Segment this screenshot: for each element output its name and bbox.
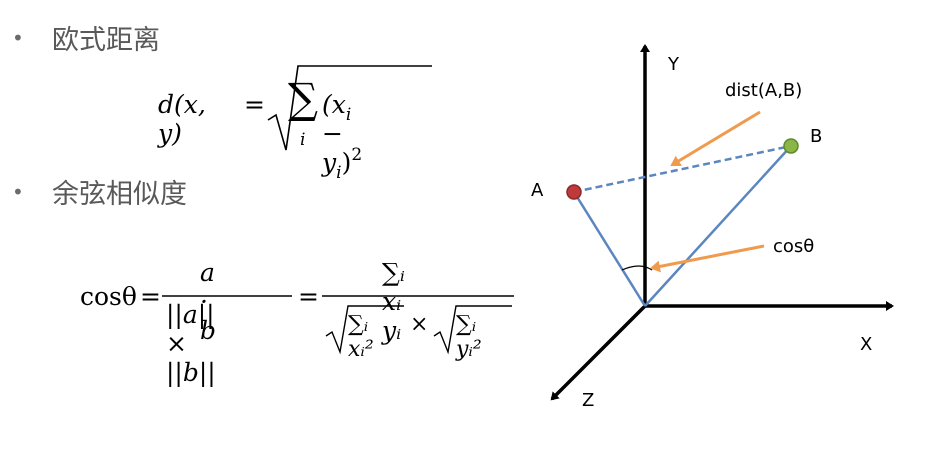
dashed-distance-line: [573, 144, 792, 194]
point-b-label: B: [810, 126, 822, 147]
vector-b: [644, 145, 792, 307]
bullet-euclidean: • 欧式距离: [12, 18, 160, 57]
dist-label: dist(A,B): [725, 80, 802, 101]
formula1-sub-2: i: [336, 163, 342, 183]
dist-arrow: [670, 110, 761, 167]
point-b: [783, 138, 799, 154]
bullet-marker: •: [12, 25, 24, 50]
formula1-sum-index: i: [300, 130, 306, 150]
heading-euclidean-distance: 欧式距离: [52, 25, 160, 56]
formula1-body-minus: − y: [322, 119, 343, 177]
bullet-cosine: • 余弦相似度: [12, 172, 187, 211]
z-axis-label: Z: [582, 390, 594, 411]
formula1-sub-1: i: [345, 105, 352, 125]
formula2-frac1-numerator: a · b: [200, 258, 217, 345]
formula2-lhs: cosθ: [80, 282, 137, 311]
formula2-frac2-times: ×: [410, 312, 429, 337]
formula2-frac1-denominator: ||a|| × ||b||: [166, 300, 216, 387]
formula2-frac2-den-right: ∑ᵢ yᵢ²: [456, 312, 482, 362]
heading-cosine-similarity: 余弦相似度: [52, 179, 187, 210]
bullet-marker: •: [12, 179, 24, 204]
formula1-equals: =: [244, 90, 265, 119]
formula1-sum-symbol: ∑: [288, 74, 318, 123]
formula2-frac2-numerator: ∑ᵢ xᵢ yᵢ: [382, 258, 405, 345]
vector-a: [572, 191, 647, 307]
formula2-equals-2: =: [298, 282, 319, 311]
formula1-body: (xi − yi)2: [322, 90, 363, 183]
point-a-label: A: [531, 180, 544, 201]
formula1-body-close: ): [341, 148, 352, 177]
point-a: [566, 184, 582, 200]
formula1-lhs: d(x, y): [158, 90, 206, 148]
formula2-frac2-den-left: ∑ᵢ xᵢ²: [348, 312, 374, 362]
angle-arc: [621, 265, 653, 271]
angle-label: cosθ: [773, 236, 814, 257]
formula2-equals-1: =: [140, 282, 161, 311]
x-axis-label: X: [860, 334, 872, 355]
z-axis: [550, 304, 647, 401]
y-axis-label: Y: [667, 54, 680, 75]
angle-arrow: [650, 244, 765, 273]
formula1-power: 2: [351, 145, 363, 165]
formula1-body-open: (x: [322, 90, 346, 119]
